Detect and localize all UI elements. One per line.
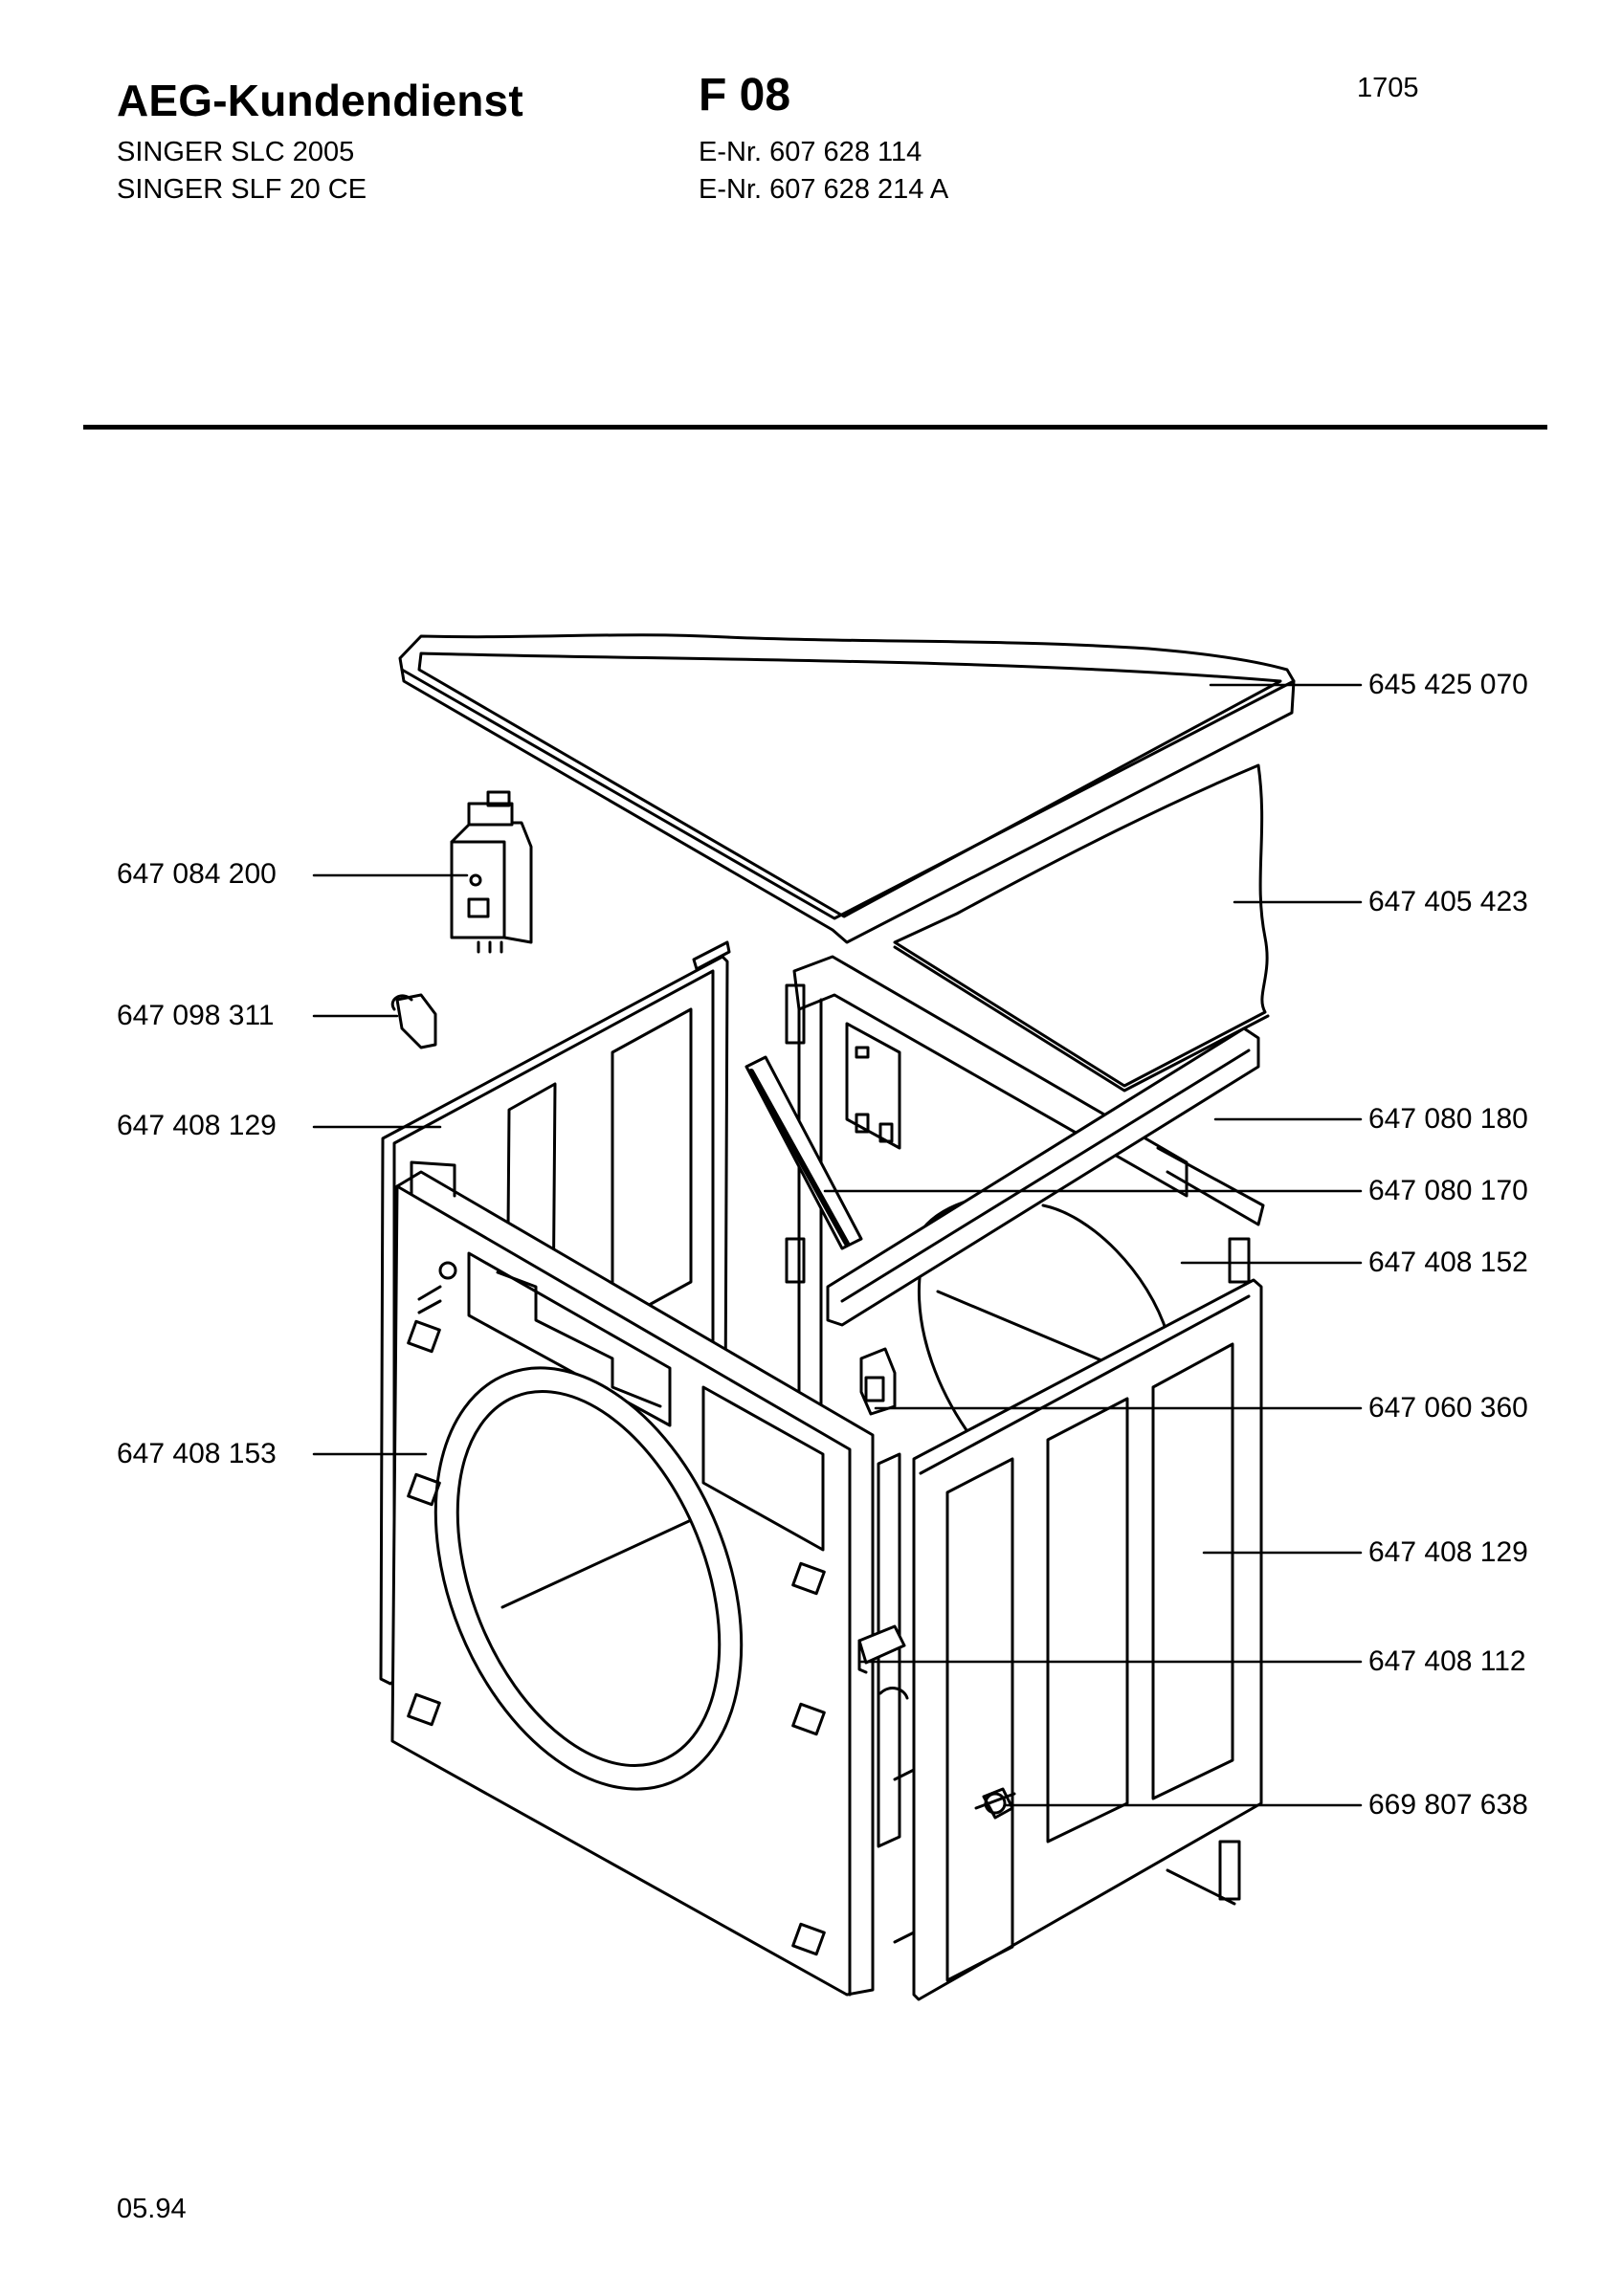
part-label: 647 408 112 [1368, 1645, 1526, 1677]
front-panel [390, 1160, 875, 1997]
part-label: 647 098 311 [117, 1000, 275, 1031]
top-cover [398, 633, 1296, 944]
model-e-nr: E-Nr. 607 628 214 A [699, 174, 949, 205]
right-side-panel [877, 1278, 1263, 2001]
cross-brace [826, 1027, 1265, 1327]
part-label: 647 408 152 [1368, 1247, 1528, 1278]
header-divider [83, 425, 1547, 430]
model-e-nr: E-Nr. 607 628 114 [699, 137, 922, 167]
mounting-strip [744, 1055, 863, 1250]
electronic-module [450, 790, 533, 954]
part-label: 647 080 170 [1368, 1175, 1528, 1206]
part-label: 669 807 638 [1368, 1789, 1528, 1821]
leader-lines [312, 683, 1363, 1807]
footer-date: 05.94 [117, 2194, 187, 2224]
part-label: 647 408 129 [117, 1110, 277, 1141]
small-clip [390, 993, 437, 1049]
model-name: SINGER SLC 2005 [117, 137, 355, 167]
model-name: SINGER SLF 20 CE [117, 174, 367, 205]
part-label: 647 080 180 [1368, 1103, 1528, 1135]
part-label: 647 408 153 [117, 1438, 277, 1469]
part-label: 647 060 360 [1368, 1392, 1528, 1424]
door-lock [859, 1347, 897, 1416]
part-label: 647 405 423 [1368, 886, 1528, 917]
part-label: 647 084 200 [117, 858, 277, 890]
door-catch [974, 1787, 1016, 1820]
brand-title: AEG-Kundendienst [117, 76, 523, 125]
hinge [857, 1624, 906, 1674]
document-code: F 08 [699, 70, 791, 121]
part-label: 645 425 070 [1368, 669, 1528, 700]
insulation-mat [893, 763, 1270, 1093]
part-label: 647 408 129 [1368, 1536, 1528, 1568]
page-number: 1705 [1357, 73, 1419, 103]
